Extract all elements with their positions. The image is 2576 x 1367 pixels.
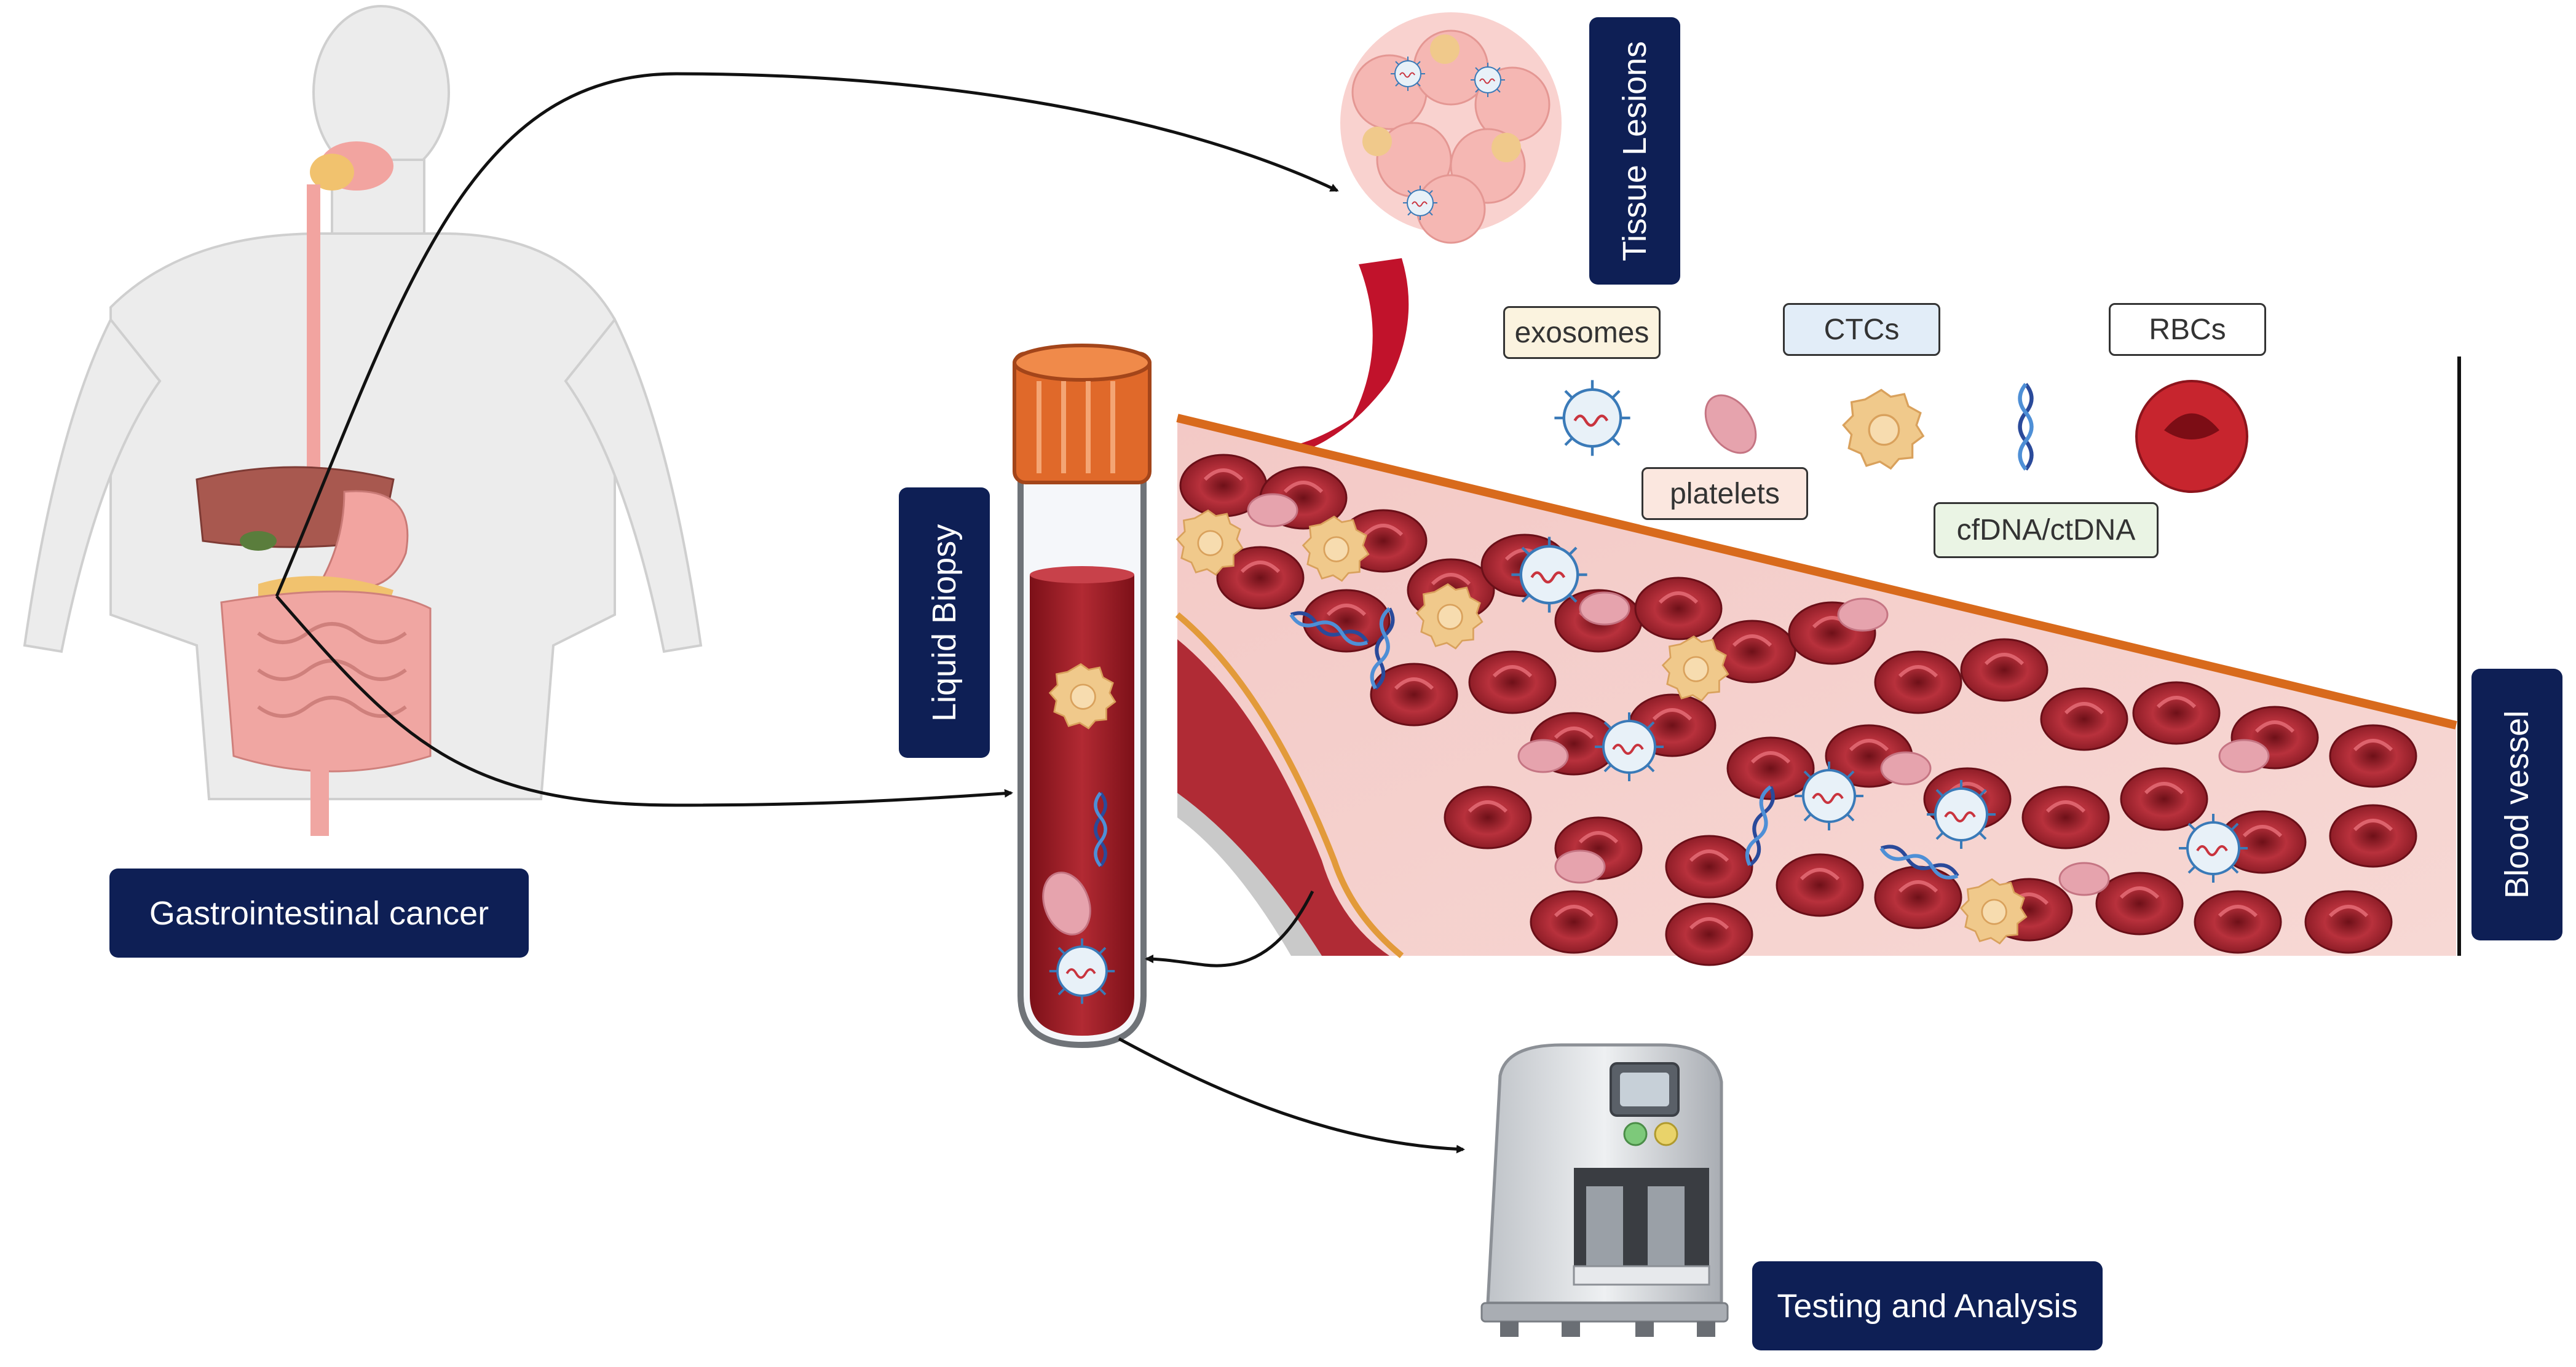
tumor-icon [1279, 12, 1562, 449]
legend-exosomes: exosomes [1503, 306, 1661, 359]
dna-icon [2020, 384, 2032, 470]
human-body-icon [23, 5, 703, 836]
rbc-icon [2135, 380, 2248, 493]
blood-vessel-label: Blood vessel [2471, 669, 2562, 940]
exosome-icon [1554, 380, 1630, 455]
flow-arrows [275, 72, 1465, 1154]
ctc-icon [1842, 388, 1924, 470]
tissue-lesions-label: Tissue Lesions [1589, 17, 1680, 285]
arrow-vessel-to-tube [1145, 890, 1314, 967]
arrow-cancer-to-tube [275, 595, 1013, 807]
platelet-icon [1704, 394, 1757, 454]
legend-cfdna: cfDNA/ctDNA [1934, 502, 2159, 558]
legend-rbcs: RBCs [2109, 303, 2266, 356]
gi-cancer-label: Gastrointestinal cancer [109, 869, 529, 958]
blood-tube-icon [1013, 344, 1152, 1049]
legend-icons [1554, 380, 2248, 493]
testing-analysis-label: Testing and Analysis [1752, 1261, 2103, 1350]
arrow-tube-to-analyzer [1118, 1037, 1465, 1154]
analyzer-machine-icon [1480, 1043, 1729, 1337]
arrow-cancer-to-lesions [275, 72, 1339, 597]
legend-platelets: platelets [1642, 467, 1808, 520]
legend-ctcs: CTCs [1783, 303, 1940, 356]
liquid-biopsy-label: Liquid Biopsy [899, 487, 990, 758]
